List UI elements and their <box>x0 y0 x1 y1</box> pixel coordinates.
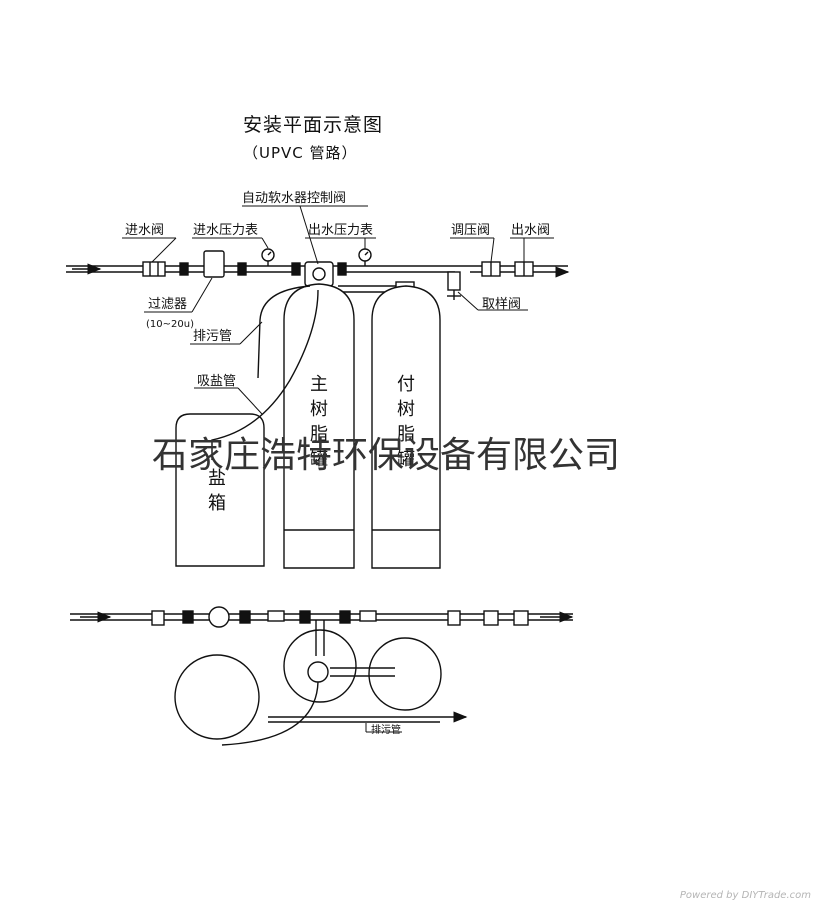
label-aux-tank: 付树脂罐 <box>397 374 415 470</box>
brine-tank <box>175 413 265 567</box>
drain-pipe-elevation <box>257 285 311 379</box>
label-filter-spec: (10~20u) <box>146 319 194 330</box>
label-drain-pipe: 排污管 <box>193 329 233 344</box>
label-pressure-regulator: 调压阀 <box>451 223 491 238</box>
inlet-valve <box>142 261 166 277</box>
inlet-pressure-gauge <box>261 248 275 266</box>
label-control-valve: 自动软水器控制阀 <box>242 191 347 206</box>
pressure-regulator <box>481 261 501 277</box>
label-outlet-valve: 出水阀 <box>511 223 551 238</box>
plan-brine-tank <box>174 654 260 740</box>
leader-lines <box>122 205 554 415</box>
label-brine-tank: 盐箱 <box>208 468 226 514</box>
plan-brine-pipe <box>221 681 319 746</box>
union-fittings <box>179 262 347 276</box>
label-sampling-valve: 取样阀 <box>482 297 522 312</box>
filter <box>203 250 225 278</box>
plan-aux-tank <box>368 637 442 711</box>
control-valve-head <box>304 261 334 287</box>
plan-fittings <box>151 606 529 628</box>
label-outlet-gauge: 出水压力表 <box>308 223 374 238</box>
sampling-valve <box>447 271 461 300</box>
outlet-pressure-gauge <box>358 248 372 266</box>
label-main-tank: 主树脂罐 <box>310 374 328 470</box>
label-inlet-gauge: 进水压力表 <box>193 223 259 238</box>
aux-resin-tank <box>371 285 441 569</box>
main-resin-tank <box>283 283 355 569</box>
plan-main-tank <box>283 620 357 703</box>
brine-pipe-elevation <box>211 289 319 460</box>
company-watermark: 石家庄浩特环保设备有限公司 <box>152 435 621 476</box>
label-inlet-valve: 进水阀 <box>125 223 165 238</box>
diagram-title: 安装平面示意图 <box>243 114 384 136</box>
plan-drain-pipe <box>268 711 468 733</box>
label-brine-pipe: 吸盐管 <box>197 374 237 389</box>
label-plan-drain-pipe: 排污管 <box>371 725 401 736</box>
label-filter: 过滤器 <box>148 297 188 312</box>
site-credit: Powered by DIYTrade.com <box>679 890 811 901</box>
plan-link-pipe <box>330 667 395 677</box>
outlet-valve <box>514 261 534 277</box>
diagram-subtitle: （UPVC 管路） <box>243 144 358 162</box>
